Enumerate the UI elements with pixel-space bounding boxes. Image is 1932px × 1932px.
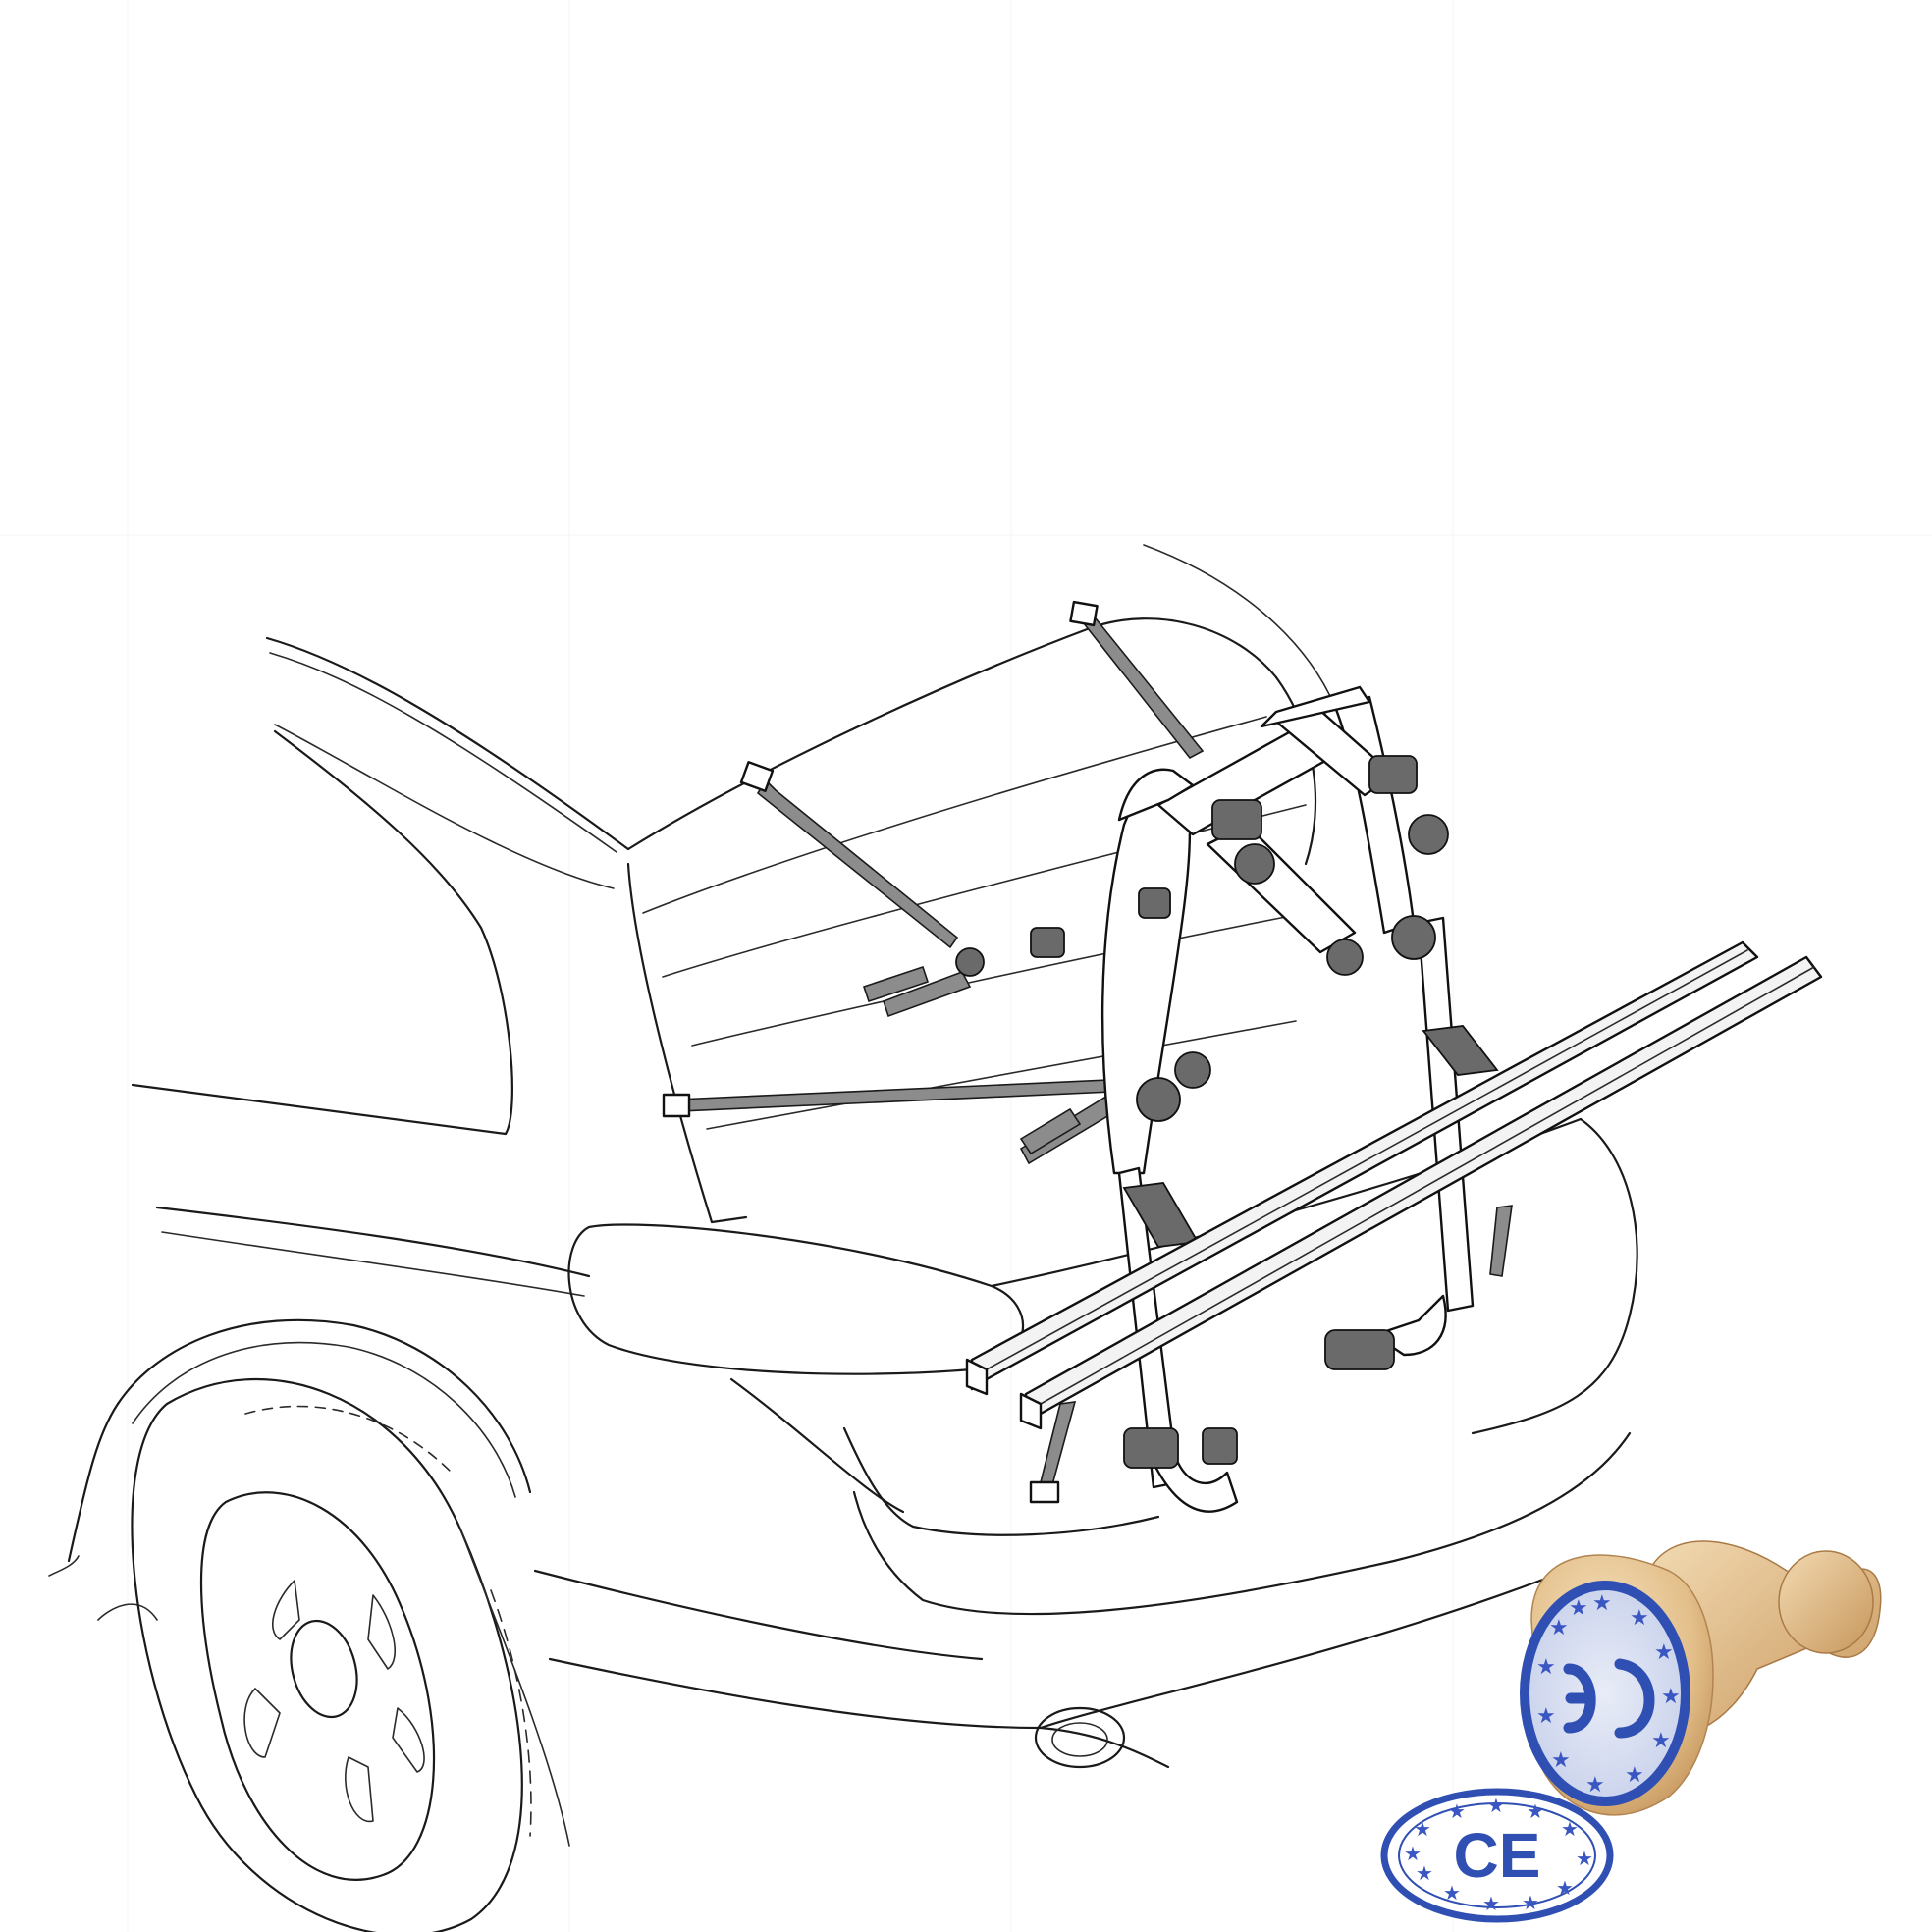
- svg-text:★: ★: [1536, 1704, 1556, 1729]
- svg-text:★: ★: [1448, 1799, 1466, 1823]
- svg-text:★: ★: [1404, 1842, 1422, 1865]
- rubber-stamp-icon: ★ ★ ★ ★ ★ ★ ★ ★ ★ ★ ★ ★: [1520, 1540, 1882, 1816]
- svg-text:★: ★: [1654, 1640, 1674, 1665]
- svg-text:★: ★: [1536, 1655, 1556, 1680]
- ce-imprint-stars: ★ ★ ★ ★ ★ ★ ★ ★ ★ ★ ★ ★: [1404, 1794, 1593, 1915]
- svg-text:★: ★: [1416, 1861, 1433, 1885]
- trunk-bike-rack-icon: [662, 600, 1823, 1513]
- svg-text:★: ★: [1585, 1773, 1605, 1798]
- svg-text:★: ★: [1527, 1799, 1544, 1823]
- svg-text:★: ★: [1487, 1794, 1505, 1817]
- stamp-face: [1520, 1581, 1690, 1806]
- svg-text:★: ★: [1556, 1876, 1574, 1900]
- stamp-face-ce-mark-icon: [1563, 1658, 1655, 1739]
- svg-text:★: ★: [1661, 1685, 1681, 1709]
- svg-text:★: ★: [1551, 1748, 1571, 1773]
- rack-clamp-knobs: [955, 755, 1499, 1469]
- svg-text:★: ★: [1630, 1606, 1649, 1631]
- car-rear-outline-icon: [48, 544, 1638, 1932]
- svg-text:★: ★: [1443, 1881, 1461, 1905]
- ce-mark-icon: ★ ★ ★ ★ ★ ★ ★ ★ ★ ★ ★ ★ CE: [1380, 1788, 1614, 1923]
- stamp-face-stars: ★ ★ ★ ★ ★ ★ ★ ★ ★ ★ ★ ★: [1536, 1591, 1681, 1798]
- ce-imprint-text: CE: [1454, 1820, 1541, 1891]
- svg-text:★: ★: [1549, 1616, 1569, 1640]
- svg-text:★: ★: [1592, 1591, 1612, 1616]
- svg-text:★: ★: [1576, 1847, 1593, 1870]
- svg-text:★: ★: [1414, 1817, 1431, 1841]
- svg-text:★: ★: [1651, 1729, 1671, 1753]
- svg-text:★: ★: [1625, 1763, 1644, 1788]
- svg-text:★: ★: [1561, 1817, 1579, 1841]
- svg-text:★: ★: [1522, 1891, 1539, 1914]
- svg-text:★: ★: [1569, 1596, 1588, 1621]
- svg-text:★: ★: [1482, 1892, 1500, 1915]
